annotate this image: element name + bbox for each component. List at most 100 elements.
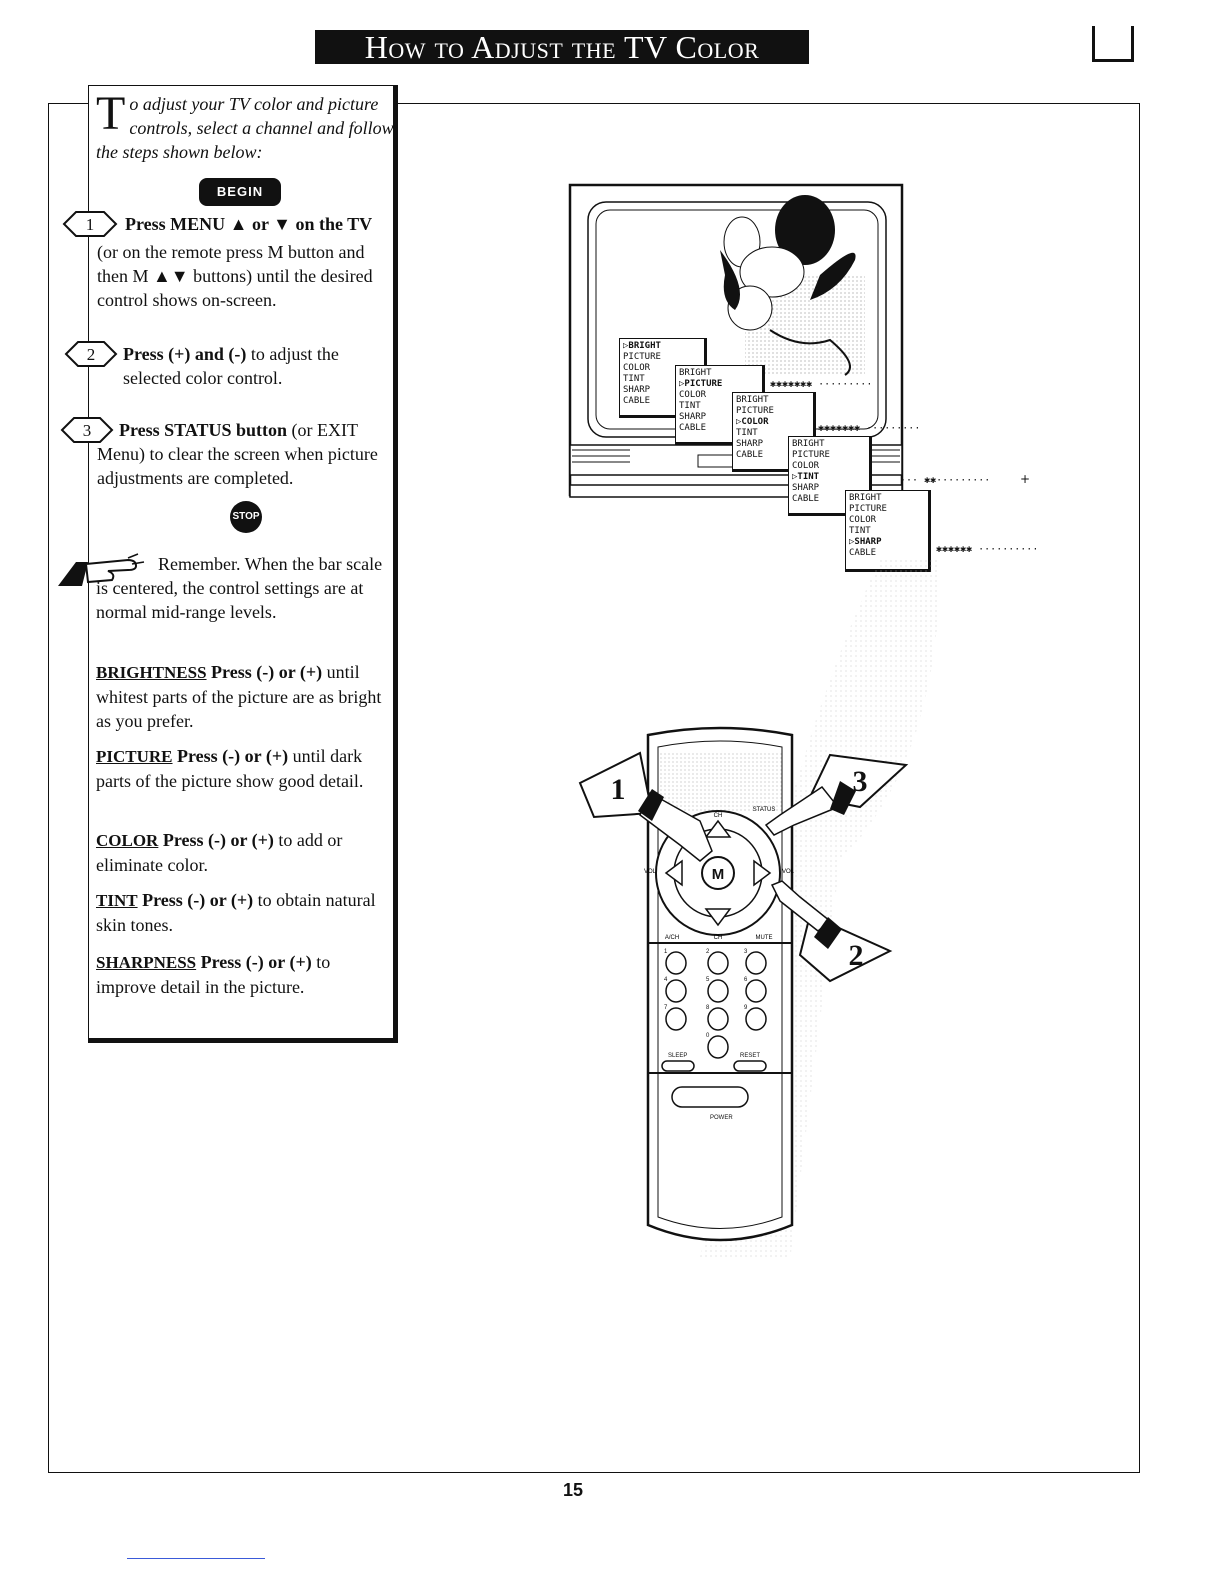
svg-text:3: 3: [744, 949, 748, 955]
control-picture-text: until dark parts of the picture show goo…: [96, 746, 364, 791]
control-color-press: Press (-) or (+): [162, 830, 274, 850]
step-1-badge-icon: 1: [62, 211, 118, 237]
svg-text:9: 9: [744, 1005, 748, 1011]
control-sharpness-press: Press (-) or (+): [200, 952, 312, 972]
menu-5-item: BRIGHT: [849, 493, 882, 503]
menu-3-item: SHARP: [736, 439, 764, 449]
svg-text:STATUS: STATUS: [753, 807, 776, 813]
control-color: COLOR Press (-) or (+) to add or elimina…: [96, 828, 388, 877]
step-1-head: Press MENU ▲ or ▼ on the TV: [125, 214, 373, 234]
menu-4-item: BRIGHT: [792, 439, 825, 449]
page-number: 15: [563, 1480, 584, 1500]
menu-2-item: TINT: [679, 401, 701, 411]
frame-bottom-line: [48, 1472, 1140, 1473]
step-3-number: 3: [83, 421, 92, 440]
page-title: How to Adjust the TV Color: [315, 30, 809, 64]
svg-text:5: 5: [706, 977, 710, 983]
tv-menu-3: BRIGHT PICTURE ▷COLOR TINT SHARP CABLE: [732, 392, 816, 472]
control-picture-press: Press (-) or (+): [177, 746, 289, 766]
svg-text:+: +: [1020, 472, 1030, 486]
control-tint-press: Press (-) or (+): [142, 890, 254, 910]
menu-2-item: COLOR: [679, 390, 707, 400]
step-2-body: to adjust the selected color control.: [123, 344, 339, 388]
menu-3-item: ▷COLOR: [736, 417, 769, 427]
footer-link-line: [127, 1558, 265, 1559]
remote-control-illustration: M CH STATUS VOL VOL A/CH CH MUTE 1 2 3 4…: [578, 726, 909, 1242]
menu-3-item: BRIGHT: [736, 395, 769, 405]
stop-icon: STOP: [230, 501, 262, 533]
menu-2-item: SHARP: [679, 412, 707, 422]
step-2-number: 2: [87, 345, 96, 364]
menu-3-item: TINT: [736, 428, 758, 438]
menu-1-item: CABLE: [623, 396, 651, 406]
svg-text:✱✱✱✱✱✱✱ ·········: ✱✱✱✱✱✱✱ ·········: [770, 379, 872, 390]
callout-3: 3: [853, 765, 868, 798]
pointing-hand-icon: [58, 553, 145, 586]
menu-5-item: CABLE: [849, 548, 877, 558]
begin-badge: BEGIN: [199, 178, 281, 206]
step-3-body: (or EXIT Menu) to clear the screen when …: [97, 420, 378, 488]
menu-2-item: BRIGHT: [679, 368, 712, 378]
remote-m-label: M: [712, 866, 725, 883]
remember-text: Remember. When the bar scale is centered…: [96, 554, 383, 622]
control-brightness-press: Press (-) or (+): [211, 662, 323, 682]
control-sharpness-text: to improve detail in the picture.: [96, 952, 331, 997]
frame-right-line: [1139, 103, 1140, 1473]
menu-4-item: CABLE: [792, 494, 820, 504]
control-sharpness-name: SHARPNESS: [96, 953, 197, 972]
control-sharpness: SHARPNESS Press (-) or (+) to improve de…: [96, 950, 388, 999]
frame-left-line: [48, 103, 49, 1473]
svg-text:2: 2: [706, 949, 710, 955]
svg-text:8: 8: [706, 1005, 710, 1011]
callout-1: 1: [611, 773, 626, 806]
svg-text:VOL: VOL: [644, 869, 657, 875]
menu-4-item: PICTURE: [792, 450, 830, 460]
menu-3-item: CABLE: [736, 450, 764, 460]
menu-1-item: ▷BRIGHT: [623, 341, 661, 351]
svg-text:··· ✱✱·········: ··· ✱✱·········: [900, 475, 990, 486]
svg-text:A/CH: A/CH: [665, 935, 679, 941]
svg-text:VOL: VOL: [782, 869, 795, 875]
menu-4-item: COLOR: [792, 461, 820, 471]
step-3-head: Press STATUS button: [119, 420, 288, 440]
control-color-name: COLOR: [96, 831, 159, 850]
svg-text:4: 4: [664, 977, 668, 983]
svg-text:POWER: POWER: [710, 1115, 733, 1121]
menu-1-item: SHARP: [623, 385, 651, 395]
step-1-number: 1: [86, 215, 95, 234]
control-tint: TINT Press (-) or (+) to obtain natural …: [96, 888, 388, 937]
svg-text:CH: CH: [714, 813, 723, 819]
svg-text:6: 6: [744, 977, 748, 983]
menu-2-item: CABLE: [679, 423, 707, 433]
menu-2-item: ▷PICTURE: [679, 379, 723, 389]
menu-1-item: TINT: [623, 374, 645, 384]
menu-1-item: PICTURE: [623, 352, 661, 362]
menu-1-item: COLOR: [623, 363, 651, 373]
control-color-text: to add or eliminate color.: [96, 830, 343, 875]
frame-top-right-line: [398, 103, 1140, 104]
control-tint-name: TINT: [96, 891, 138, 910]
step-2-head: Press (+) and (-): [123, 344, 247, 364]
svg-text:SLEEP: SLEEP: [668, 1053, 687, 1059]
menu-5-item: COLOR: [849, 515, 877, 525]
step-3-badge-icon: 3: [60, 417, 114, 443]
frame-top-left-line: [48, 103, 90, 104]
callout-2: 2: [849, 939, 864, 972]
svg-text:✱✱✱✱✱✱✱ ·········: ✱✱✱✱✱✱✱ ·········: [818, 423, 920, 434]
step-2-badge-icon: 2: [64, 341, 118, 367]
svg-text:CH: CH: [714, 935, 723, 941]
menu-5-item: TINT: [849, 526, 871, 536]
svg-text:✱✱✱✱✱✱ ··········: ✱✱✱✱✱✱ ··········: [936, 544, 1038, 555]
corner-bracket-mark: [1092, 26, 1134, 62]
control-tint-text: to obtain natural skin tones.: [96, 890, 376, 935]
menu-4-item: ▷TINT: [792, 472, 820, 482]
instruction-box: [88, 85, 398, 1043]
control-picture-name: PICTURE: [96, 747, 173, 766]
menu-3-item: PICTURE: [736, 406, 774, 416]
menu-5-item: PICTURE: [849, 504, 887, 514]
control-brightness: BRIGHTNESS Press (-) or (+) until whites…: [96, 660, 388, 733]
svg-text:1: 1: [664, 949, 668, 955]
intro-body: o adjust your TV color and picture contr…: [96, 94, 394, 162]
svg-text:7: 7: [664, 1005, 668, 1011]
